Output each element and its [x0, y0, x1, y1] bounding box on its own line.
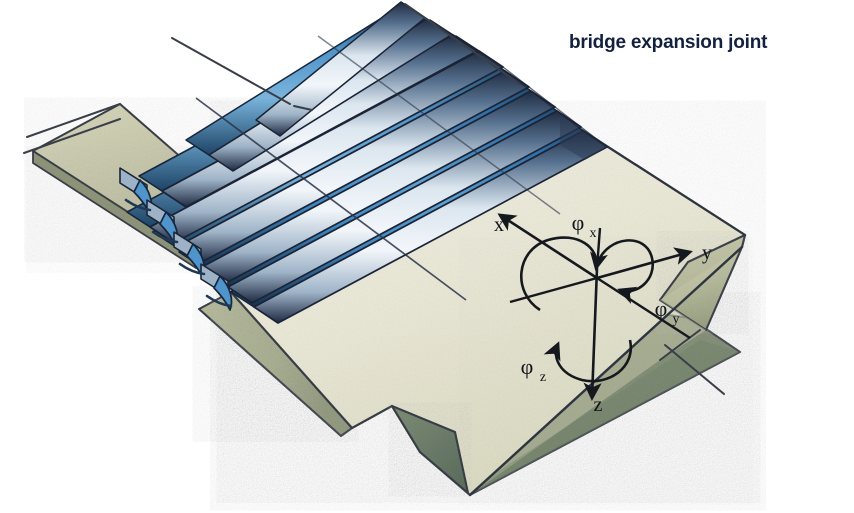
leader-lines	[23, 3, 725, 395]
seal-foot-hook	[124, 198, 152, 212]
seal-foot-hook	[178, 262, 206, 276]
svg-text:φ: φ	[655, 296, 668, 321]
leader-top-mid-tick	[293, 105, 313, 111]
rotation-label-phi-x: φ x	[572, 210, 597, 241]
axis-label-y: y	[702, 242, 712, 264]
leader-bottom-right	[664, 344, 725, 395]
transverse-joint-line	[317, 35, 561, 215]
svg-text:x: x	[590, 226, 597, 241]
rotation-arc-phi-x	[519, 236, 608, 312]
axis-x	[497, 213, 691, 340]
seal-foot-hook	[205, 294, 233, 308]
figure-title: bridge expansion joint	[569, 32, 768, 53]
axis-y	[509, 247, 693, 304]
seal-end-loop	[213, 275, 233, 311]
deck-soffit-shadow	[470, 340, 740, 495]
transverse-joint-line	[195, 97, 467, 301]
beam-end-shadow	[560, 116, 607, 160]
rotation-arc-phi-z	[543, 339, 633, 383]
leader-title	[404, 3, 521, 85]
leader-left-edge-lower	[23, 118, 121, 154]
axis-label-z: z	[594, 394, 603, 416]
leader-top-mid	[171, 37, 291, 105]
lamella-end-sections-right	[400, 1, 608, 160]
rotation-label-phi-y: φ y	[655, 296, 680, 327]
deck-notch	[390, 404, 470, 495]
svg-text:z: z	[540, 370, 546, 385]
deck-front-edge-line	[468, 245, 744, 497]
coordinate-system: x y z φ x φ y φ z	[494, 210, 712, 416]
leader-left-edge-upper	[26, 103, 121, 138]
svg-text:φ: φ	[521, 354, 534, 379]
svg-text:y: y	[673, 312, 680, 327]
rotation-label-phi-z: φ z	[521, 354, 546, 385]
seal-foot-hook	[151, 230, 179, 244]
leader-bottom-right-tail	[659, 329, 701, 361]
lamella-end-sections-left	[119, 167, 233, 311]
axis-label-x: x	[494, 214, 504, 236]
rotation-arc-phi-y	[596, 239, 655, 304]
svg-text:φ: φ	[572, 210, 585, 235]
